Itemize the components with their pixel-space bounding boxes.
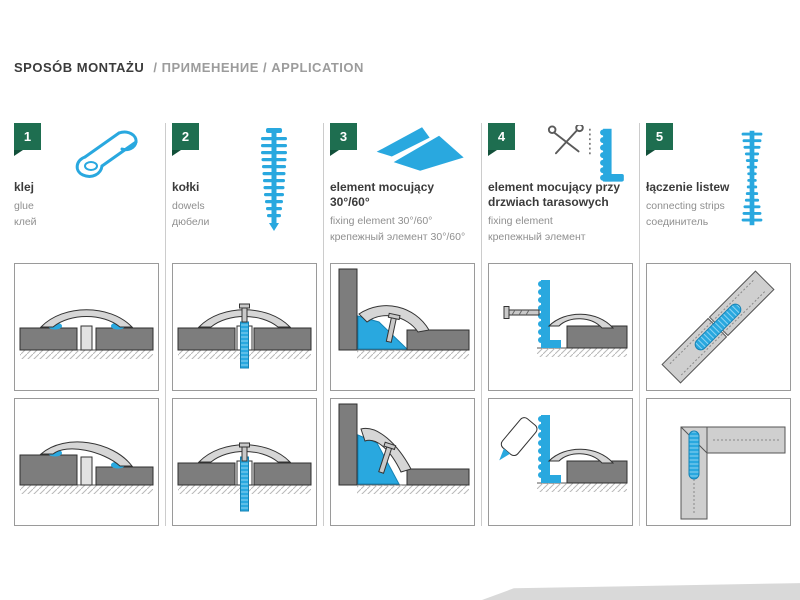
scissors-icon bbox=[547, 123, 584, 155]
column-subtitle-en: connecting strips bbox=[646, 200, 725, 212]
column-glue: 1 klej glue клей bbox=[14, 123, 166, 526]
step-badge-2: 2 bbox=[172, 123, 199, 156]
column-connecting-strips: 5 łączenie listew c bbox=[646, 123, 791, 526]
column-subtitle-en: dowels bbox=[172, 200, 205, 212]
column-fixing-element: 3 element mocujący 30°/60° fixing elemen… bbox=[330, 123, 482, 526]
column-subtitle-ru: крепежный элемент 30°/60° bbox=[330, 230, 466, 243]
step-badge-1: 1 bbox=[14, 123, 41, 156]
scissors-and-bracket-icon bbox=[543, 123, 633, 196]
column-subtitle-ru: клей bbox=[14, 215, 37, 228]
fixing-element-30-60-icon bbox=[371, 123, 475, 178]
column-title: element mocujący przy drzwiach tarasowyc… bbox=[488, 180, 621, 209]
diagram-dowel-top bbox=[172, 263, 317, 391]
column-subtitle-ru: дюбели bbox=[172, 215, 210, 228]
page-title-polish: SPOSÓB MONTAŻU bbox=[14, 60, 145, 75]
page-title-translations: / ПРИМЕНЕНИЕ / APPLICATION bbox=[153, 60, 364, 75]
connector-strip-icon bbox=[735, 125, 769, 236]
column-subtitle-en: glue bbox=[14, 200, 34, 212]
column-title: łączenie listew bbox=[646, 180, 730, 194]
column-title: klej bbox=[14, 180, 35, 194]
column-title: element mocujący 30°/60° bbox=[330, 180, 435, 209]
step-number: 1 bbox=[23, 129, 32, 144]
column-dowels: 2 kołki dowels bbox=[172, 123, 324, 526]
page-corner-shade bbox=[482, 583, 800, 600]
glue-tube-icon bbox=[61, 123, 153, 190]
diagram-straight-joint-top bbox=[646, 263, 791, 391]
column-subtitle-ru: крепежный элемент bbox=[488, 230, 586, 243]
diagram-fixing-30-top bbox=[330, 263, 475, 391]
step-badge-3: 3 bbox=[330, 123, 357, 156]
column-title: kołki bbox=[172, 180, 200, 194]
step-badge-4: 4 bbox=[488, 123, 515, 156]
column-subtitle-en: fixing element bbox=[488, 215, 553, 227]
step-number: 4 bbox=[497, 129, 506, 144]
column-subtitle-en: fixing element 30°/60° bbox=[330, 215, 433, 227]
dowel-icon bbox=[255, 125, 293, 238]
diagram-dowel-bottom bbox=[172, 398, 317, 526]
diagram-glue-top bbox=[14, 263, 159, 391]
diagram-terrace-screw-top bbox=[488, 263, 633, 391]
step-number: 5 bbox=[655, 129, 664, 144]
step-number: 2 bbox=[181, 129, 190, 144]
column-subtitle-ru: соединитель bbox=[646, 215, 709, 228]
diagram-glue-bottom bbox=[14, 398, 159, 526]
column-terrace-door-element: 4 bbox=[488, 123, 640, 526]
step-number: 3 bbox=[339, 129, 348, 144]
diagram-fixing-60-bottom bbox=[330, 398, 475, 526]
step-badge-5: 5 bbox=[646, 123, 673, 156]
diagram-corner-joint-bottom bbox=[646, 398, 791, 526]
application-columns: 1 klej glue клей bbox=[14, 123, 791, 526]
page-title: SPOSÓB MONTAŻU / ПРИМЕНЕНИЕ / APPLICATIO… bbox=[14, 60, 364, 75]
diagram-terrace-glue-bottom bbox=[488, 398, 633, 526]
